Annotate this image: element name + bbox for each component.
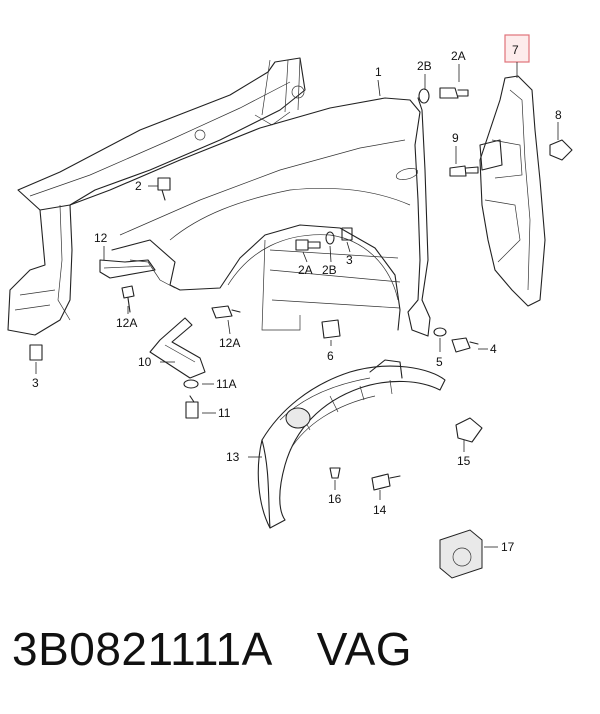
caption: 3B0821111A VAG [12, 622, 456, 676]
callout-7: 7 [512, 43, 519, 57]
callout-15: 15 [457, 454, 471, 468]
pad-17 [439, 529, 483, 579]
callout-3-mid: 3 [346, 253, 353, 267]
callout-5: 5 [436, 355, 443, 369]
brand-name: VAG [316, 623, 413, 675]
leader-lines [35, 62, 559, 548]
fender [69, 97, 431, 337]
callout-2A-mid: 2A [298, 263, 313, 277]
callout-2A-top: 2A [451, 49, 466, 63]
callout-17: 17 [501, 540, 515, 554]
callout-2B-top: 2B [417, 59, 432, 73]
part-number: 3B0821111A [12, 623, 273, 675]
callout-9: 9 [452, 131, 459, 145]
callout-13: 13 [226, 450, 240, 464]
bracket-10 [149, 317, 206, 379]
callout-12A-left: 12A [116, 316, 137, 330]
bracket-12 [99, 259, 156, 279]
callout-11A: 11A [216, 377, 236, 391]
callout-6: 6 [327, 349, 334, 363]
callout-11: 11 [218, 406, 231, 420]
callout-3-left: 3 [32, 376, 39, 390]
callout-10: 10 [138, 355, 152, 369]
highlight-box [504, 34, 530, 63]
parts-diagram: 1 2B 2A 7 8 9 2 12 12A 12A 2A 2B 3 3 10 … [7, 34, 573, 579]
callout-2B-mid: 2B [322, 263, 337, 277]
wheel-arch-liner-13 [257, 359, 446, 529]
callout-14: 14 [373, 503, 387, 517]
callout-labels: 1 2B 2A 7 8 9 2 12 12A 12A 2A 2B 3 3 10 … [32, 43, 562, 554]
callout-8: 8 [555, 108, 562, 122]
body-frame [7, 57, 306, 336]
side-panel-7 [479, 75, 546, 307]
callout-1: 1 [375, 65, 382, 79]
fasteners [29, 87, 573, 491]
callout-4: 4 [490, 342, 497, 356]
callout-16: 16 [328, 492, 342, 506]
callout-2: 2 [135, 179, 142, 193]
callout-12A-mid: 12A [219, 336, 240, 350]
callout-12: 12 [94, 231, 108, 245]
